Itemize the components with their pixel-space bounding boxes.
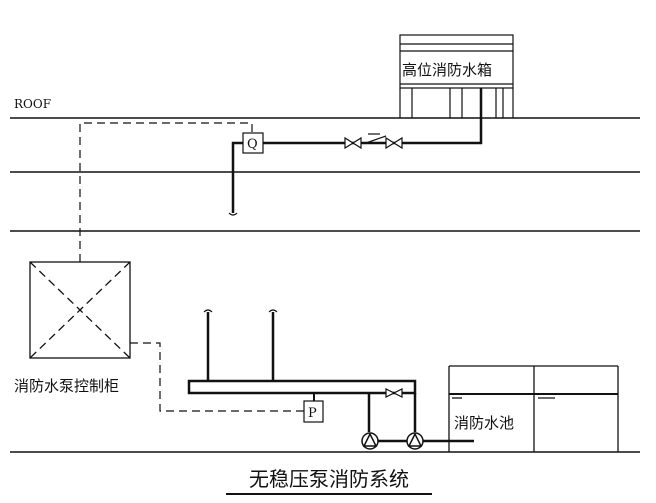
diagram-title: 无稳压泵消防系统 — [249, 467, 409, 491]
pump-control-cabinet — [29, 261, 131, 359]
pump-icon — [361, 432, 379, 450]
signal-line-p — [130, 342, 304, 412]
roof-tank-pipe — [263, 88, 483, 145]
riser-to-q — [231, 141, 243, 213]
roof-water-tank — [399, 34, 514, 118]
control-cabinet-label: 消防水泵控制柜 — [14, 377, 119, 395]
signal-line-q — [79, 122, 253, 262]
pressure-switch-box — [303, 400, 324, 423]
header-pipe — [187, 379, 417, 395]
pool-label: 消防水池 — [454, 414, 514, 432]
pressure-switch-label: P — [308, 406, 317, 421]
pipe-break-icon — [228, 212, 238, 216]
roof-tank-label: 高位消防水箱 — [402, 61, 492, 79]
check-valve-assembly — [344, 133, 403, 150]
flow-switch-label: Q — [247, 137, 258, 152]
pipe-break-icon — [268, 309, 278, 313]
pump-icon — [406, 432, 424, 450]
pipe-break-icon — [203, 309, 213, 313]
fire-water-pool — [448, 365, 619, 452]
gate-valve-icon — [385, 388, 403, 398]
roof-label: ROOF — [14, 97, 51, 111]
